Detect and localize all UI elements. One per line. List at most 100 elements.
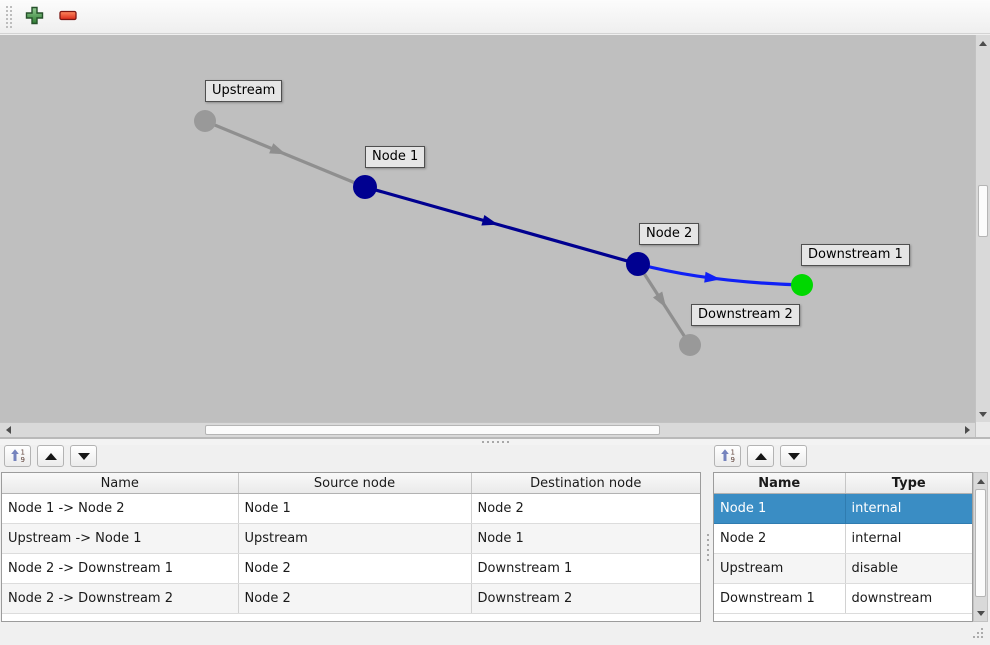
canvas-horizontal-scrollbar[interactable] — [0, 422, 975, 437]
edge-source-cell[interactable]: Upstream — [238, 523, 472, 554]
node-table-scroll-thumb[interactable] — [975, 489, 986, 597]
node-upstream[interactable] — [194, 110, 216, 132]
node-downstream-1[interactable] — [791, 274, 813, 296]
svg-text:1: 1 — [730, 448, 734, 456]
edge-destination-cell[interactable]: Downstream 1 — [471, 553, 700, 584]
node-move-up-button[interactable] — [747, 445, 774, 467]
up-arrow-icon — [754, 452, 767, 460]
node-node-2[interactable] — [626, 252, 650, 276]
right-arrow-icon — [964, 426, 970, 434]
edge-arrow-icon — [269, 143, 286, 155]
add-button[interactable] — [18, 3, 50, 30]
edge-col-name[interactable]: Name — [2, 473, 239, 494]
node-label-downstream-1[interactable]: Downstream 1 — [801, 244, 910, 266]
node-name-cell[interactable]: Node 2 — [714, 523, 846, 554]
left-arrow-icon — [5, 426, 11, 434]
horizontal-splitter[interactable] — [0, 437, 990, 445]
down-arrow-icon — [976, 610, 985, 616]
edge-row[interactable]: Node 2 -> Downstream 2 Node 2 Downstream… — [2, 583, 700, 614]
edge-destination-cell[interactable]: Downstream 2 — [471, 583, 700, 614]
edge-arrow-icon — [704, 271, 721, 283]
svg-text:9: 9 — [730, 456, 734, 463]
edge-row[interactable]: Node 1 -> Node 2 Node 1 Node 2 — [2, 493, 700, 524]
down-arrow-icon — [787, 452, 800, 460]
edge-source-cell[interactable]: Node 1 — [238, 493, 472, 524]
edge-table: Name Source node Destination node Node 1… — [1, 472, 701, 622]
edge-sort-button[interactable]: 1 9 — [4, 445, 31, 467]
node-node-1[interactable] — [353, 175, 377, 199]
node-move-down-button[interactable] — [780, 445, 807, 467]
edge-col-destination[interactable]: Destination node — [471, 473, 700, 494]
scroll-up-button[interactable] — [974, 474, 987, 488]
node-row[interactable]: Downstream 1 downstream — [714, 583, 972, 614]
node-label-node-1[interactable]: Node 1 — [365, 146, 426, 168]
sort-ascending-icon: 1 9 — [10, 447, 26, 466]
edge-row[interactable]: Upstream -> Node 1 Upstream Node 1 — [2, 523, 700, 554]
edge-source-cell[interactable]: Node 2 — [238, 583, 472, 614]
up-arrow-icon — [976, 478, 985, 484]
canvas-vertical-scrollbar[interactable] — [975, 35, 990, 422]
scrollbar-corner — [975, 422, 990, 437]
node-type-cell[interactable]: internal — [845, 493, 972, 524]
node-table-scrollbar[interactable] — [973, 472, 988, 622]
edge-destination-cell[interactable]: Node 1 — [471, 523, 700, 554]
node-downstream-2[interactable] — [679, 334, 701, 356]
edge-panel-toolbar: 1 9 — [4, 445, 103, 469]
remove-button[interactable] — [52, 3, 84, 30]
edge-destination-cell[interactable]: Node 2 — [471, 493, 700, 524]
node-col-name[interactable]: Name — [714, 473, 846, 494]
edge-arrow-icon — [481, 214, 499, 226]
node-row[interactable]: Upstream disable — [714, 553, 972, 584]
node-row-selected[interactable]: Node 1 internal — [714, 493, 972, 524]
node-label-upstream[interactable]: Upstream — [205, 80, 283, 102]
edge-node-2--downstream-1[interactable] — [637, 262, 803, 287]
svg-text:1: 1 — [20, 448, 24, 456]
node-type-cell[interactable]: disable — [845, 553, 972, 584]
edge-name-cell[interactable]: Node 2 -> Downstream 2 — [2, 583, 239, 614]
edge-node-1--node-2[interactable] — [364, 185, 639, 266]
node-type-cell[interactable]: downstream — [845, 583, 972, 614]
node-type-cell[interactable]: internal — [845, 523, 972, 554]
svg-text:9: 9 — [20, 456, 24, 463]
canvas-vscroll-thumb[interactable] — [978, 185, 988, 237]
vertical-splitter[interactable] — [704, 472, 712, 622]
edge-name-cell[interactable]: Node 2 -> Downstream 1 — [2, 553, 239, 584]
graph-svg — [194, 110, 813, 356]
canvas-hscroll-thumb[interactable] — [205, 425, 660, 435]
node-table: Name Type Node 1 internal Node 2 interna… — [713, 472, 973, 622]
sort-ascending-icon: 1 9 — [720, 447, 736, 466]
edge-move-down-button[interactable] — [70, 445, 97, 467]
scroll-down-button[interactable] — [974, 606, 987, 620]
minus-icon — [59, 9, 77, 25]
node-name-cell[interactable]: Node 1 — [714, 493, 846, 524]
node-label-downstream-2[interactable]: Downstream 2 — [691, 304, 800, 326]
node-label-node-2[interactable]: Node 2 — [639, 223, 700, 245]
edge-name-cell[interactable]: Upstream -> Node 1 — [2, 523, 239, 554]
scroll-up-button[interactable] — [976, 36, 990, 50]
node-col-type[interactable]: Type — [845, 473, 972, 494]
up-arrow-icon — [979, 40, 987, 46]
edge-move-up-button[interactable] — [37, 445, 64, 467]
node-table-header-row: Name Type — [714, 473, 972, 494]
scroll-left-button[interactable] — [1, 423, 15, 437]
down-arrow-icon — [77, 452, 90, 460]
node-row[interactable]: Node 2 internal — [714, 523, 972, 554]
window-resize-grip[interactable] — [981, 628, 983, 630]
edge-name-cell[interactable]: Node 1 -> Node 2 — [2, 493, 239, 524]
node-name-cell[interactable]: Upstream — [714, 553, 846, 584]
node-sort-button[interactable]: 1 9 — [714, 445, 741, 467]
node-name-cell[interactable]: Downstream 1 — [714, 583, 846, 614]
edge-row[interactable]: Node 2 -> Downstream 1 Node 2 Downstream… — [2, 553, 700, 584]
scroll-down-button[interactable] — [976, 407, 990, 421]
edge-source-cell[interactable]: Node 2 — [238, 553, 472, 584]
splitter-handle-icon — [707, 534, 709, 536]
scroll-right-button[interactable] — [960, 423, 974, 437]
toolbar-grip[interactable] — [6, 5, 8, 8]
main-toolbar — [0, 0, 990, 34]
down-arrow-icon — [979, 411, 987, 417]
edge-arrow-icon — [652, 291, 667, 308]
edge-col-source[interactable]: Source node — [238, 473, 472, 494]
plus-icon — [25, 6, 44, 28]
